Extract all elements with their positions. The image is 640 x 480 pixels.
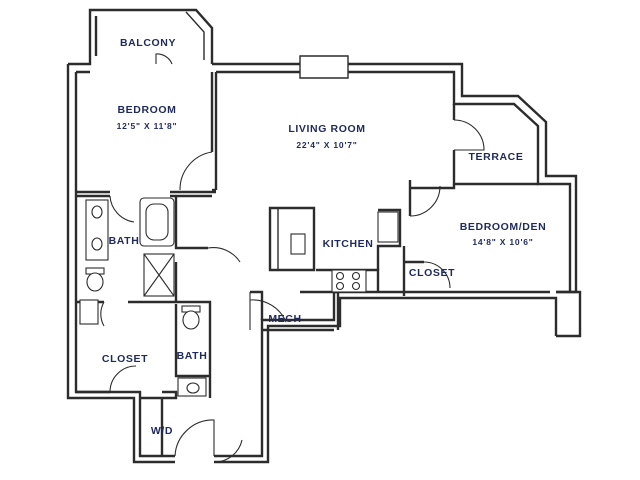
fixtures xyxy=(79,197,399,397)
doors xyxy=(100,53,485,463)
room-name-closet-2: CLOSET xyxy=(409,267,455,279)
room-name-bedroom: BEDROOM xyxy=(117,104,176,116)
room-dims-bedroom: 12'5" X 11'8" xyxy=(117,121,178,131)
exterior-walls xyxy=(66,8,582,464)
room-name-living-room: LIVING ROOM xyxy=(288,123,365,135)
room-dims-living-room: 22'4" X 10'7" xyxy=(296,140,357,150)
room-name-terrace: TERRACE xyxy=(469,151,524,163)
room-name-bedroom-den: BEDROOM/DEN xyxy=(460,221,547,233)
vanity xyxy=(85,199,109,261)
room-name-bath-1: BATH xyxy=(109,235,140,247)
sink-icon xyxy=(91,237,103,251)
room-name-bath-2: BATH xyxy=(177,350,208,362)
room-labels: BALCONY BEDROOM 12'5" X 11'8" LIVING ROO… xyxy=(102,37,546,437)
room-name-kitchen: KITCHEN xyxy=(323,238,374,250)
kitchen-sink-icon xyxy=(290,233,306,255)
sink-icon xyxy=(91,205,103,219)
fridge-icon xyxy=(377,211,399,243)
room-name-wd: W/D xyxy=(151,425,173,437)
room-name-closet-1: CLOSET xyxy=(102,353,148,365)
room-name-mech: MECH xyxy=(268,313,301,325)
sink-icon xyxy=(186,382,200,394)
wd-unit xyxy=(79,299,99,325)
room-dims-bedroom-den: 14'8" X 10'6" xyxy=(472,237,533,247)
room-name-balcony: BALCONY xyxy=(120,37,176,49)
